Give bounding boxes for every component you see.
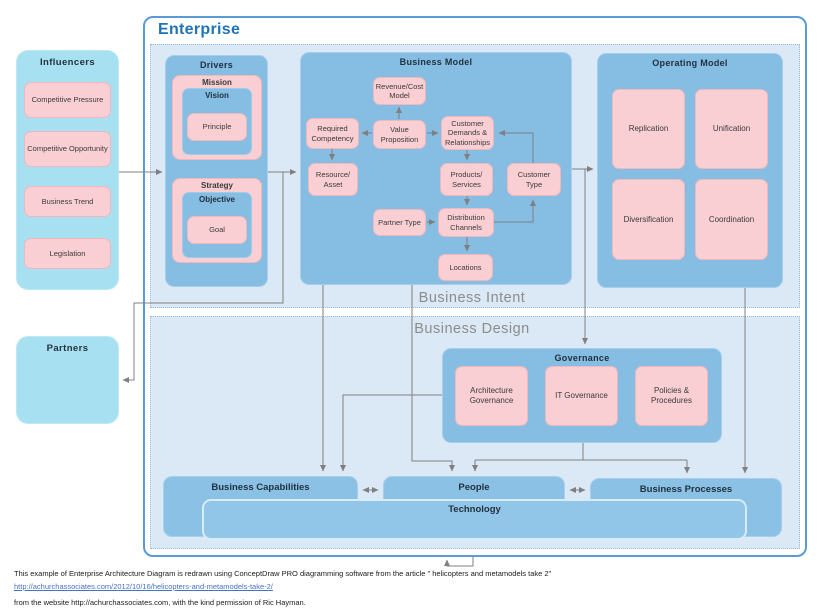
influencer-business-trend: Business Trend xyxy=(24,186,111,217)
operating-model-title: Operating Model xyxy=(652,58,728,68)
business-model-title: Business Model xyxy=(399,57,473,67)
objective-label: Objective xyxy=(198,195,235,204)
footer-link[interactable]: http://achurchassociates.com/2012/10/16/… xyxy=(14,582,273,591)
business-capabilities-label: Business Capabilities xyxy=(211,482,310,493)
influencer-competitive-opportunity: Competitive Opportunity xyxy=(24,131,111,167)
node-coordination: Coordination xyxy=(695,179,768,260)
node-partner-type: Partner Type xyxy=(373,209,426,236)
partners-panel: Partners xyxy=(16,336,119,424)
node-unification: Unification xyxy=(695,89,768,169)
influencer-competitive-pressure: Competitive Pressure xyxy=(24,82,111,118)
node-value-proposition: Value Proposition xyxy=(373,120,426,149)
mission-label: Mission xyxy=(202,78,232,87)
people-label: People xyxy=(458,482,490,493)
business-design-label: Business Design xyxy=(414,321,530,337)
node-architecture-governance: Architecture Governance xyxy=(455,366,528,426)
node-revenue-cost-model: Revenue/Cost Model xyxy=(373,77,426,105)
node-resource-asset: Resource/ Asset xyxy=(308,163,358,196)
governance-title: Governance xyxy=(554,353,610,363)
business-processes-label: Business Processes xyxy=(639,484,733,495)
node-replication: Replication xyxy=(612,89,685,169)
goal-node: Goal xyxy=(187,216,247,244)
node-products-services: Products/ Services xyxy=(440,163,493,196)
node-distribution-channels: Distribution Channels xyxy=(438,208,494,237)
node-locations: Locations xyxy=(438,254,493,281)
technology-box: Technology xyxy=(202,499,747,540)
strategy-label: Strategy xyxy=(200,181,233,190)
footer-caption: This example of Enterprise Architecture … xyxy=(14,569,552,578)
node-it-governance: IT Governance xyxy=(545,366,618,426)
footer-credit: from the website http://achurchassociate… xyxy=(14,598,306,607)
node-customer-type: Customer Type xyxy=(507,163,561,196)
node-required-competency: Required Competency xyxy=(306,118,359,149)
principle-node: Principle xyxy=(187,113,247,141)
drivers-title: Drivers xyxy=(199,60,234,70)
node-diversification: Diversification xyxy=(612,179,685,260)
technology-label: Technology xyxy=(448,504,501,515)
business-intent-label: Business Intent xyxy=(418,290,526,306)
vision-label: Vision xyxy=(205,91,229,100)
node-customer-demands: Customer Demands & Relationships xyxy=(441,116,494,150)
node-policies-procedures: Policies & Procedures xyxy=(635,366,708,426)
influencers-title: Influencers xyxy=(39,57,96,68)
influencer-legislation: Legislation xyxy=(24,238,111,269)
enterprise-title: Enterprise xyxy=(158,21,241,38)
partners-title: Partners xyxy=(46,343,89,354)
